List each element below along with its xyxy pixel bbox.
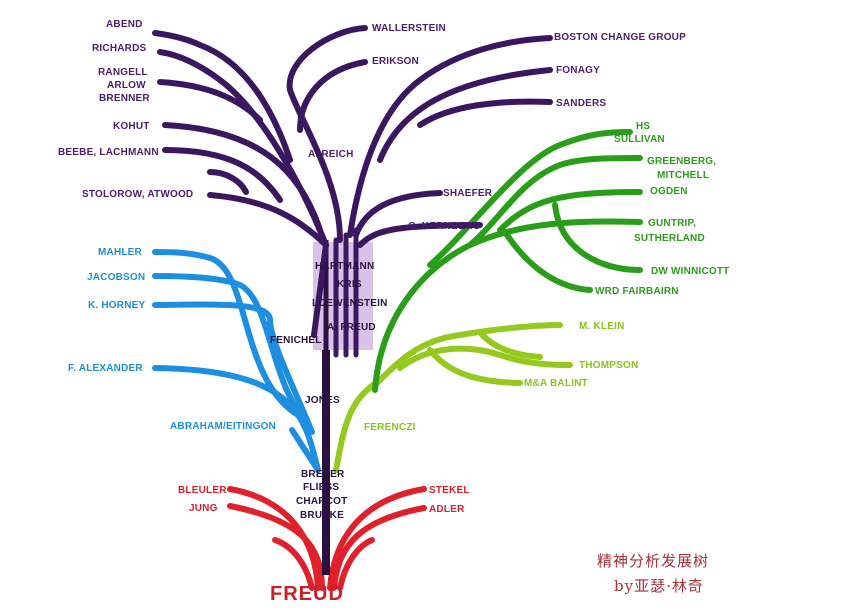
label-klein: M. KLEIN [579, 321, 625, 332]
branch-kernberg [357, 222, 483, 248]
branch-beebe [162, 147, 283, 203]
label-beebe: BEEBE, LACHMANN [58, 147, 159, 158]
label-thompson: THOMPSON [579, 360, 638, 371]
caption-title: 精神分析发展树 [597, 552, 709, 570]
label-afreud: A. FREUD [327, 322, 376, 333]
label-ogden: OGDEN [650, 186, 688, 197]
label-wallerstein: WALLERSTEIN [372, 23, 446, 34]
branch-ferenczi [333, 377, 383, 473]
label-greenberg: GREENBERG, [647, 156, 716, 167]
red-labels: BLEULER JUNG STEKEL ADLER [178, 485, 470, 515]
branch-shaefer [353, 190, 443, 238]
label-kris: KRIS [337, 279, 362, 290]
branch-lime-extra [477, 329, 543, 360]
label-guntrip: GUNTRIP, [648, 218, 696, 229]
lime-labels: M. KLEIN THOMPSON M&A BALINT FERENCZI [364, 321, 638, 433]
label-hartmann: HARTMANN [315, 261, 374, 272]
branch-bleuler [227, 486, 321, 591]
label-fenichel: FENICHEL [270, 335, 322, 346]
branch-adler [331, 505, 427, 591]
branch-fairbairn [502, 229, 593, 293]
blue-branches [152, 249, 321, 473]
label-kohut: KOHUT [113, 121, 150, 132]
branch-greenberg [467, 155, 643, 248]
label-brucke: BRUCKE [300, 510, 344, 521]
label-alexander: F. ALEXANDER [68, 363, 143, 374]
label-balint: M&A BALINT [524, 378, 588, 389]
caption-author: by亚瑟·林奇 [614, 577, 704, 595]
branch-fenichel [311, 242, 329, 338]
green-branches [372, 129, 643, 393]
label-fairbairn: WRD FAIRBAIRN [595, 286, 679, 297]
label-erikson: ERIKSON [372, 56, 419, 67]
label-boston: BOSTON CHANGE GROUP [554, 32, 686, 43]
label-fonagy: FONAGY [556, 65, 600, 76]
label-jung: JUNG [189, 503, 218, 514]
label-charcot: CHARCOT [296, 496, 347, 507]
label-richards: RICHARDS [92, 43, 147, 54]
branch-jacobson [152, 273, 308, 423]
branch-horney [152, 301, 315, 435]
label-jones: JONES [305, 395, 340, 406]
label-arlow: ARLOW [107, 80, 146, 91]
branch-abend [152, 30, 293, 163]
branch-wallerstein [286, 25, 368, 243]
branch-ogden [497, 189, 643, 233]
label-abend: ABEND [106, 19, 143, 30]
root-label: FREUD [270, 583, 344, 605]
green-labels: HS SULLIVAN GREENBERG, MITCHELL OGDEN GU… [595, 121, 730, 297]
red-branches [227, 486, 427, 591]
label-mitchell: MITCHELL [657, 170, 709, 181]
branch-thompson [397, 345, 573, 371]
label-jacobson: JACOBSON [87, 272, 145, 283]
branch-fonagy [377, 67, 553, 163]
label-loewenstein: LOEWENSTEIN [312, 298, 388, 309]
branch-sullivan [427, 129, 633, 268]
label-adler: ADLER [429, 504, 465, 515]
branch-winnicott [552, 202, 643, 273]
branch-balint [427, 347, 523, 386]
label-breuer: BREUER [301, 469, 345, 480]
label-reich: A. REICH [308, 149, 354, 160]
label-stolorow: STOLOROW, ATWOOD [82, 189, 193, 200]
label-mahler: MAHLER [98, 247, 143, 258]
branch-abraham [289, 427, 321, 473]
lime-branches [333, 322, 573, 473]
branch-rangell [157, 79, 263, 123]
label-bleuler: BLEULER [178, 485, 227, 496]
blue-labels: MAHLER JACOBSON K. HORNEY F. ALEXANDER A… [68, 247, 276, 432]
label-sutherland: SUTHERLAND [634, 233, 705, 244]
label-sanders: SANDERS [556, 98, 606, 109]
branch-stolorow [207, 192, 329, 248]
label-abraham: ABRAHAM/EITINGON [170, 421, 276, 432]
branch-sanders [417, 98, 553, 128]
trunk-labels: BREUER FLIESS CHARCOT BRUCKE [296, 469, 347, 521]
purple-branches [152, 25, 553, 338]
branch-klein [372, 322, 563, 388]
label-ferenczi: FERENCZI [364, 422, 416, 433]
branch-red-left [272, 537, 315, 591]
label-horney: K. HORNEY [88, 300, 145, 311]
branch-stekel [327, 486, 427, 591]
branch-boston [347, 35, 553, 238]
branch-beebe-2 [207, 169, 249, 195]
label-kernberg: O. KERNBERG [408, 221, 481, 232]
branch-red-right [337, 537, 375, 591]
trunk [322, 227, 359, 575]
label-sullivan: SULLIVAN [614, 134, 665, 145]
label-brenner: BRENNER [99, 93, 150, 104]
label-fliess: FLIESS [303, 482, 339, 493]
label-stekel: STEKEL [429, 485, 470, 496]
branch-kohut [162, 122, 323, 233]
label-shaefer: SHAEFER [443, 188, 493, 199]
branch-erikson [297, 59, 368, 133]
branch-mahler [152, 249, 301, 418]
branch-alexander [152, 365, 321, 473]
label-rangell: RANGELL [98, 67, 148, 78]
label-hs: HS [636, 121, 650, 132]
purple-labels: ABEND RICHARDS RANGELL ARLOW BRENNER KOH… [58, 19, 686, 406]
label-winnicott: DW WINNICOTT [651, 266, 730, 277]
